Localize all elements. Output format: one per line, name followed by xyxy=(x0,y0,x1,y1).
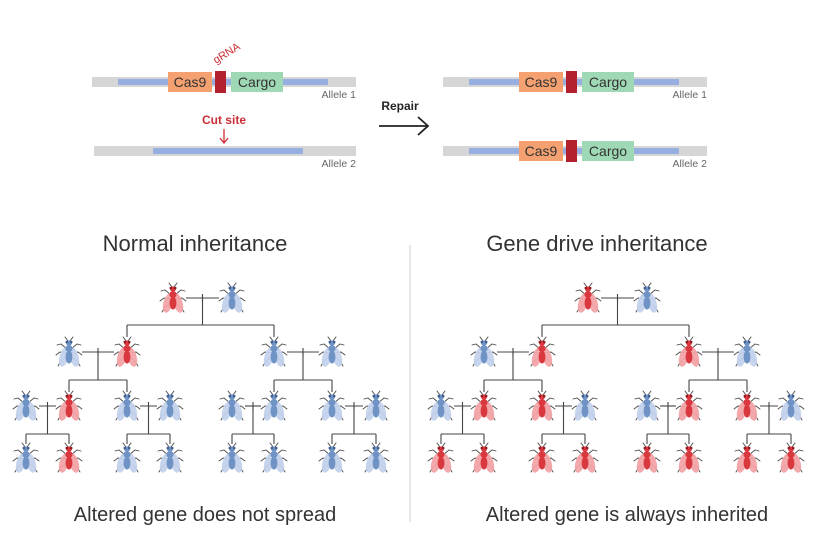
cas9-block xyxy=(519,141,563,161)
fly-red-icon xyxy=(675,390,703,421)
fly-red-icon xyxy=(733,390,761,421)
fly-red-icon xyxy=(427,442,455,473)
cut-site-label: Cut site xyxy=(202,113,246,127)
fly-red-icon xyxy=(777,442,805,473)
cargo-label: Cargo xyxy=(589,74,627,90)
fly-blue-icon xyxy=(362,390,390,421)
strand-blue xyxy=(153,148,303,154)
grna-block xyxy=(215,71,226,93)
cas9-block xyxy=(519,72,563,92)
allele-2-label: Allele 2 xyxy=(322,158,357,170)
gene-construct-diagram: Cas9 Cargo gRNA Allele 1 Cut site Allele… xyxy=(92,40,707,170)
repair-arrow: Repair xyxy=(379,99,430,136)
fly-blue-icon xyxy=(318,390,346,421)
fly-blue-icon xyxy=(633,282,661,313)
fly-blue-icon xyxy=(113,442,141,473)
cas9-label: Cas9 xyxy=(525,74,558,90)
right-panel-title: Gene drive inheritance xyxy=(486,231,707,256)
fly-red-icon xyxy=(675,442,703,473)
fly-blue-icon xyxy=(318,336,346,367)
fly-blue-icon xyxy=(470,336,498,367)
fly-blue-icon xyxy=(55,336,83,367)
fly-red-icon xyxy=(528,442,556,473)
fly-red-icon xyxy=(470,390,498,421)
fly-red-icon xyxy=(528,390,556,421)
fly-blue-icon xyxy=(218,282,246,313)
gene-drive-pedigree xyxy=(427,282,805,473)
repair-label: Repair xyxy=(381,99,419,113)
fly-blue-icon xyxy=(777,390,805,421)
cargo-block xyxy=(231,72,283,92)
cargo-block xyxy=(582,72,634,92)
fly-blue-icon xyxy=(12,390,40,421)
fly-blue-icon xyxy=(260,390,288,421)
fly-blue-icon xyxy=(733,336,761,367)
left-panel-title: Normal inheritance xyxy=(103,231,288,256)
fly-blue-icon xyxy=(427,390,455,421)
fly-blue-icon xyxy=(318,442,346,473)
allele-1-label: Allele 1 xyxy=(673,89,708,101)
fly-red-icon xyxy=(733,442,761,473)
fly-blue-icon xyxy=(633,390,661,421)
allele-1-label: Allele 1 xyxy=(322,89,357,101)
fly-blue-icon xyxy=(113,390,141,421)
right-allele-2: Cas9 Cargo Allele 2 xyxy=(443,140,707,170)
left-allele-2: Cut site Allele 2 xyxy=(94,113,356,170)
fly-red-icon xyxy=(633,442,661,473)
fly-red-icon xyxy=(113,336,141,367)
fly-red-icon xyxy=(55,390,83,421)
grna-block xyxy=(566,140,577,162)
fly-blue-icon xyxy=(218,390,246,421)
left-panel-caption: Altered gene does not spread xyxy=(74,504,336,526)
fly-red-icon xyxy=(675,336,703,367)
grna-block xyxy=(566,71,577,93)
fly-red-icon xyxy=(574,282,602,313)
left-allele-1: Cas9 Cargo gRNA Allele 1 xyxy=(92,40,356,101)
fly-red-icon xyxy=(55,442,83,473)
cas9-block xyxy=(168,72,212,92)
fly-red-icon xyxy=(528,336,556,367)
fly-blue-icon xyxy=(156,390,184,421)
cas9-label: Cas9 xyxy=(525,143,558,159)
fly-red-icon xyxy=(571,442,599,473)
normal-inheritance-pedigree xyxy=(12,282,390,473)
cargo-block xyxy=(582,141,634,161)
cas9-label: Cas9 xyxy=(174,74,207,90)
fly-blue-icon xyxy=(12,442,40,473)
grna-label: gRNA xyxy=(211,40,243,66)
fly-blue-icon xyxy=(260,442,288,473)
right-panel-caption: Altered gene is always inherited xyxy=(486,504,768,526)
allele-2-label: Allele 2 xyxy=(673,158,708,170)
cargo-label: Cargo xyxy=(238,74,276,90)
fly-blue-icon xyxy=(362,442,390,473)
fly-red-icon xyxy=(159,282,187,313)
fly-blue-icon xyxy=(218,442,246,473)
fly-blue-icon xyxy=(156,442,184,473)
cut-site-arrow xyxy=(219,129,229,145)
fly-red-icon xyxy=(470,442,498,473)
cargo-label: Cargo xyxy=(589,143,627,159)
fly-blue-icon xyxy=(571,390,599,421)
right-allele-1: Cas9 Cargo Allele 1 xyxy=(443,71,707,101)
fly-blue-icon xyxy=(260,336,288,367)
